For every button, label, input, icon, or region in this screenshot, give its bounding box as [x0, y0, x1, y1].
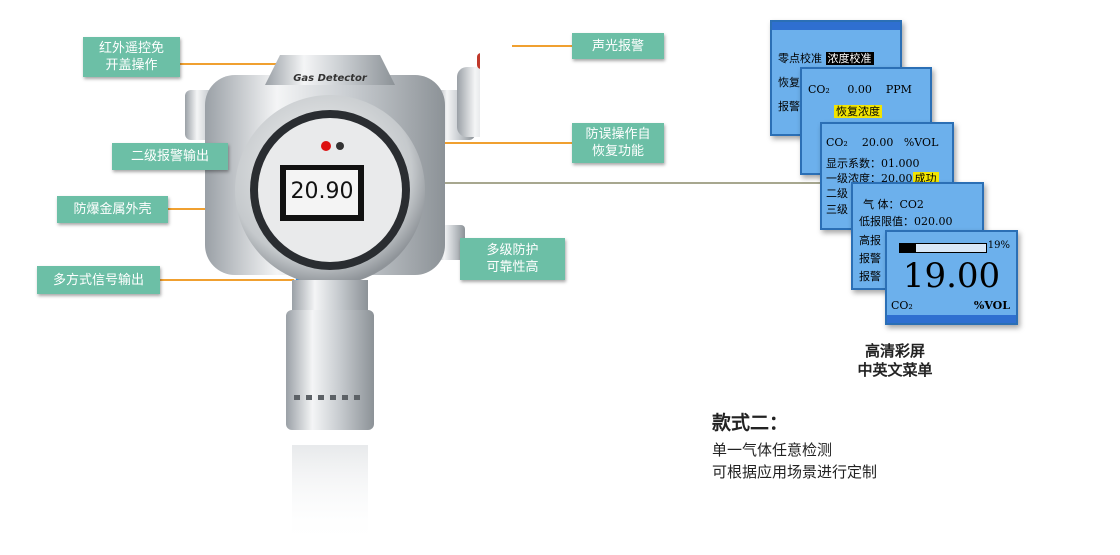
callout-alarm-light: 声光报警	[572, 33, 664, 59]
callout-remote: 红外遥控免 开盖操作	[83, 37, 180, 77]
s5-percent: 19%	[987, 240, 1010, 251]
s3-success: 成功	[912, 172, 939, 185]
callout-anti-misop: 防误操作自 恢复功能	[572, 123, 664, 163]
s4-gas: 气 体：CO2	[863, 198, 924, 211]
s2-restore-conc: 恢复浓度	[834, 105, 882, 118]
s3-level3: 三级	[826, 203, 848, 216]
s4-low-alarm: 低报限值：020.00	[859, 215, 953, 228]
callout-remote-text: 红外遥控免 开盖操作	[98, 41, 164, 73]
s5-value: 19.00	[902, 256, 1001, 296]
style-description: 款式二： 单一气体任意检测 可根据应用场景进行定制	[712, 408, 877, 483]
menu-alarm: 报警	[778, 100, 800, 113]
brand-text: Gas Detector	[293, 73, 368, 84]
caption-line2: 中英文菜单	[857, 361, 933, 379]
s4-alarm-a: 报警	[859, 252, 881, 265]
callout-alarm-light-text: 声光报警	[591, 38, 644, 54]
s2-gas: CO₂	[808, 83, 830, 96]
style-line1: 单一气体任意检测	[712, 441, 833, 459]
callout-multi-protect: 多级防护 可靠性高	[460, 238, 565, 280]
menu-conc-cal: 浓度校准	[825, 52, 874, 65]
callout-level2: 二级报警输出	[112, 143, 228, 170]
screen-caption: 高清彩屏 中英文菜单	[845, 342, 945, 380]
s2-unit: PPM	[885, 83, 912, 96]
s5-gas: CO₂	[891, 299, 913, 312]
callout-shell: 防爆金属外壳	[57, 196, 168, 223]
device-reading: 20.90	[291, 179, 354, 204]
s3-value: 20.00	[861, 136, 894, 149]
s4-high-alarm: 高报	[859, 234, 881, 247]
callout-signal-text: 多方式信号输出	[52, 272, 144, 288]
lcd-screen-main: 19% 19.00 CO₂ %VOL	[885, 230, 1018, 325]
caption-line1: 高清彩屏	[864, 342, 925, 360]
s3-coef: 显示系数：01.000	[826, 157, 920, 170]
menu-restore: 恢复	[778, 76, 800, 89]
callout-shell-text: 防爆金属外壳	[73, 202, 152, 217]
s3-level2: 二级	[826, 187, 848, 200]
callout-level2-text: 二级报警输出	[130, 149, 209, 164]
menu-zero-cal: 零点校准	[778, 52, 822, 65]
gas-detector-illustration: Gas Detector 20.90	[185, 53, 480, 545]
callout-anti-misop-text: 防误操作自 恢复功能	[585, 127, 651, 159]
s3-level1: 一级浓度：20.00	[826, 172, 913, 185]
s3-gas: CO₂	[826, 136, 848, 149]
s5-progress-fill	[900, 244, 917, 252]
s4-alarm-b: 报警	[859, 270, 881, 283]
s3-unit: %VOL	[903, 136, 939, 149]
style-title: 款式二：	[712, 412, 789, 434]
style-line2: 可根据应用场景进行定制	[712, 463, 878, 481]
callout-signal: 多方式信号输出	[37, 266, 160, 294]
s2-value: 0.00	[847, 83, 872, 96]
s5-unit: %VOL	[973, 299, 1010, 312]
callout-multi-protect-text: 多级防护 可靠性高	[486, 243, 539, 275]
s5-progress-bar	[899, 243, 987, 253]
